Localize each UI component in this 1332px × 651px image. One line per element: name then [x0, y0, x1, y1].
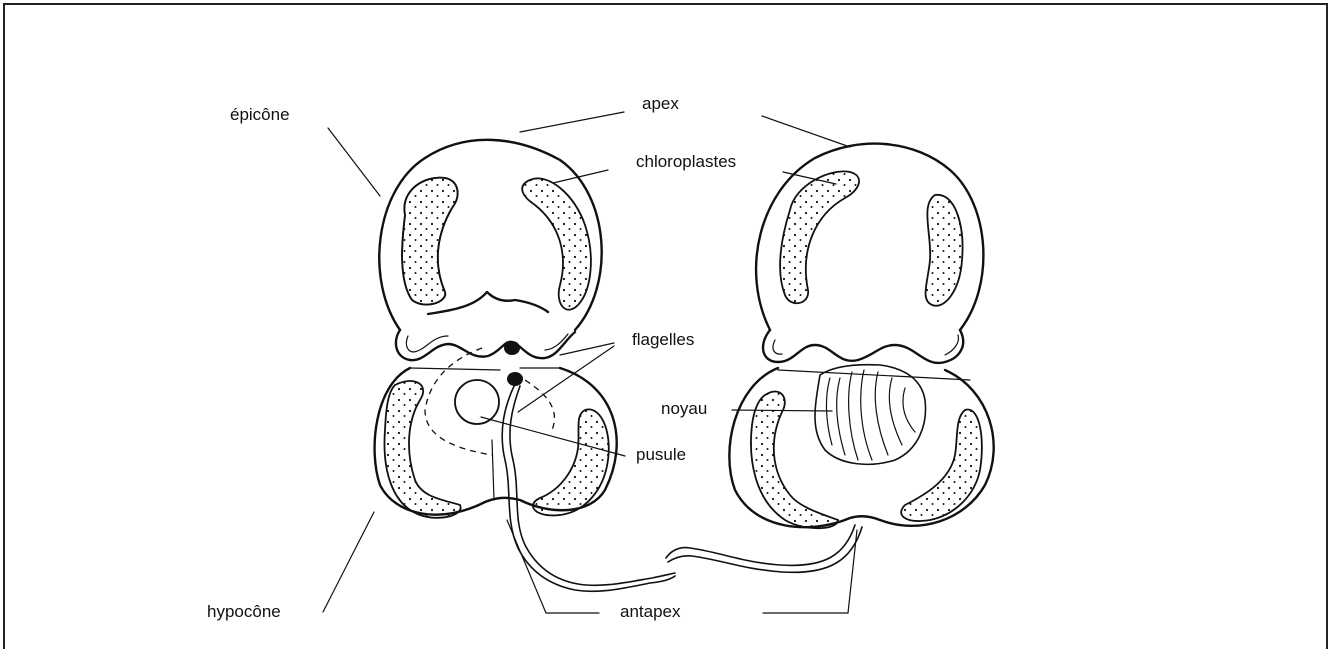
left-cingulum-lower-edge: [410, 368, 500, 370]
chloroplast: [926, 195, 963, 306]
leader-epicone: [328, 128, 380, 196]
right-cingulum-lower-edge: [778, 370, 970, 380]
pusule-dashed-2: [525, 380, 554, 430]
nucleus: [815, 365, 926, 465]
right-cingulum: [763, 330, 963, 363]
label-pusule: pusule: [636, 446, 686, 463]
label-apex: apex: [642, 95, 679, 112]
right-cell: [666, 144, 994, 573]
chloroplast: [384, 381, 460, 518]
left-cingulum-inner: [406, 334, 568, 352]
leader-flagelles-1: [560, 343, 614, 355]
longitudinal-flagellum: [666, 525, 855, 565]
left-cingulum: [396, 330, 575, 360]
leader-hypocone: [323, 512, 374, 612]
label-noyau: noyau: [661, 400, 707, 417]
flagellar-pore: [504, 341, 520, 355]
leader-apex-left: [520, 112, 624, 132]
left-cell: [375, 140, 675, 591]
leader-noyau: [732, 410, 832, 411]
leader-apex-right: [762, 116, 850, 147]
label-epicone: épicône: [230, 106, 290, 123]
label-chloroplastes: chloroplastes: [636, 153, 736, 170]
chloroplast: [780, 171, 859, 303]
chloroplast: [751, 391, 838, 528]
label-antapex: antapex: [620, 603, 681, 620]
left-sulcus-line: [492, 440, 494, 500]
chloroplast: [522, 178, 591, 309]
label-flagelles: flagelles: [632, 331, 694, 348]
label-hypocone: hypocône: [207, 603, 281, 620]
pusule: [455, 380, 499, 424]
